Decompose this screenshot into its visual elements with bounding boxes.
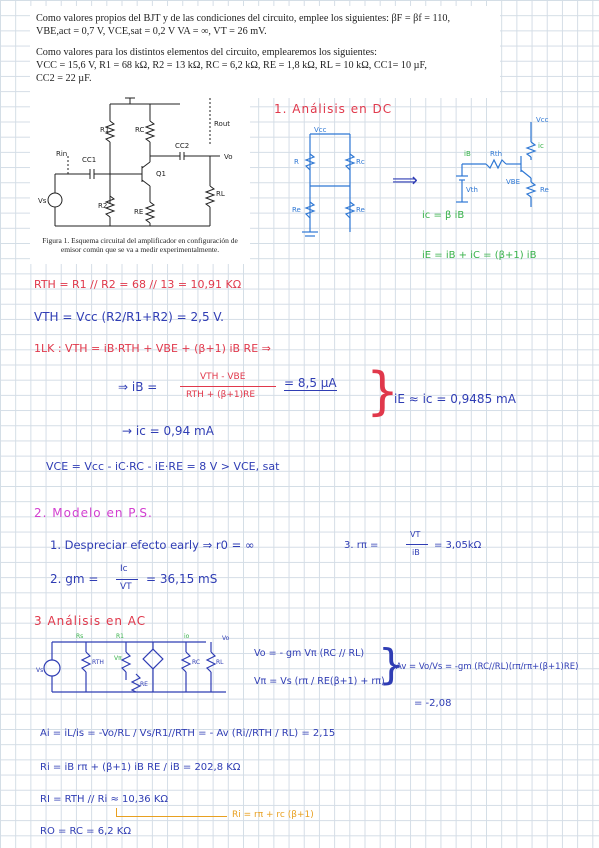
- ps-item-3-bar: [406, 544, 428, 545]
- problem-statement: Como valores propios del BJT y de las co…: [30, 6, 500, 98]
- dcth-re: Re: [540, 186, 549, 194]
- eq-ib-den: RTH + (β+1)RE: [186, 390, 256, 400]
- ac-rth: RTH: [92, 659, 104, 666]
- ac-io: io: [184, 633, 190, 640]
- ac-ri-connector: [116, 808, 227, 817]
- dc1-rb: Re: [292, 206, 301, 214]
- eq-ib-bar: [180, 386, 276, 387]
- ps-item-2-val: = 36,15 mS: [146, 572, 218, 586]
- ac-heading: 3 Análisis en AC: [34, 614, 147, 628]
- dc-eq-ie: iE = iB + iC = (β+1) iB: [422, 250, 537, 261]
- eq-vce: VCE = Vcc - iC·RC - iE·RE = 8 V > VCE, s…: [46, 460, 280, 473]
- amplifier-schematic: R1 RC CC2 Rout Rin CC1 Q1 Vo RL Vs R2 RE: [38, 97, 233, 227]
- label-cc2: CC2: [175, 142, 189, 150]
- ac-vs: Vs: [36, 667, 43, 674]
- ac-brace: }: [378, 640, 405, 689]
- eq-ic: → ic = 0,94 mA: [122, 424, 214, 438]
- dcth-ib: iB: [464, 150, 471, 158]
- ac-small-signal-circuit: Vs RTH RE RC RL Vo Rs R1 Vπ io: [36, 633, 230, 693]
- statement-line-5: CC2 = 22 µF.: [36, 73, 92, 84]
- eq-rth: RTH = R1 // R2 = 68 // 13 = 10,91 KΩ: [34, 278, 242, 291]
- statement-line-3: Como valores para los distintos elemento…: [36, 47, 377, 58]
- dcth-vbe: VBE: [506, 178, 520, 186]
- dcth-vth: Vth: [466, 186, 478, 194]
- ac-ri: Ri = iB rπ + (β+1) iB RE / iB = 202,8 KΩ: [40, 762, 241, 773]
- ac-rb: R1: [116, 633, 124, 640]
- ac-re: RE: [140, 681, 148, 688]
- eq-ie: iE ≈ ic = 0,9485 mA: [394, 392, 516, 406]
- ps-item-2-num: Ic: [120, 564, 128, 574]
- eq-ib-lhs: ⇒ iB =: [118, 380, 158, 394]
- statement-line-4: VCC = 15,6 V, R1 = 68 kΩ, R2 = 13 kΩ, RC…: [36, 60, 427, 71]
- dc1-r: R: [294, 158, 299, 166]
- statement-line-2: VBE,act = 0,7 V, VCE,sat = 0,2 V VA = ∞,…: [36, 26, 267, 37]
- dcth-rth: Rth: [490, 150, 502, 158]
- label-re: RE: [134, 208, 143, 216]
- dcth-vcc: Vcc: [536, 116, 549, 124]
- ps-item-3-pre: 3. rπ =: [344, 540, 379, 551]
- implies-arrow: ⟹: [392, 170, 418, 191]
- eq-vth: VTH = Vcc (R2/R1+R2) = 2,5 V.: [34, 310, 224, 324]
- ac-vo: Vo: [222, 635, 230, 642]
- ac-av-eq: Av = Vo/Vs = -gm (RC//RL)(rπ/rπ+(β+1)RE): [396, 662, 579, 672]
- label-rl: RL: [216, 190, 225, 198]
- dc1-rc: Rc: [356, 158, 365, 166]
- figure-caption-2: emisor común que se va a medir experimen…: [60, 245, 220, 254]
- ps-item-1: 1. Despreciar efecto early ⇒ r0 = ∞: [50, 538, 255, 552]
- label-rc: RC: [135, 126, 145, 134]
- statement-line-1: Como valores propios del BJT y de las co…: [36, 13, 451, 24]
- ac-ri-note: Ri = rπ + rc (β+1): [232, 810, 314, 820]
- dc-eq-ic: ic = β iB: [422, 210, 465, 221]
- label-r1: R1: [100, 126, 109, 134]
- ps-item-2-pre: 2. gm =: [50, 572, 99, 586]
- dc-heading: 1. Análisis en DC: [274, 102, 393, 116]
- ps-item-3-val: = 3,05kΩ: [434, 540, 482, 551]
- ac-rs: Rs: [76, 633, 83, 640]
- eq-lk: 1LK : VTH = iB·RTH + VBE + (β+1) iB RE ⇒: [34, 342, 271, 355]
- ps-item-2-den: VT: [120, 582, 132, 592]
- label-cc1: CC1: [82, 156, 96, 164]
- ac-ri2: RI = RTH // Ri ≈ 10,36 KΩ: [40, 794, 169, 805]
- label-r2: R2: [98, 202, 107, 210]
- eq-ib-num: VTH - VBE: [200, 372, 246, 382]
- ps-item-3-num: VT: [410, 530, 421, 539]
- circuit-figure: R1 RC CC2 Rout Rin CC1 Q1 Vo RL Vs R2 RE…: [30, 96, 250, 264]
- ps-heading: 2. Modelo en P.S.: [34, 506, 153, 520]
- dc-thevenin-circuit: Vcc Rth Vth VBE Re iB ic: [456, 116, 549, 207]
- ac-vo-eq: Vo = - gm Vπ (RC // RL): [254, 648, 365, 659]
- ac-vpi: Vπ: [114, 655, 122, 662]
- ps-item-2-bar: [116, 579, 138, 580]
- ac-ai: Ai = iL/is = -Vo/RL / Vs/R1//RTH = - Av …: [40, 728, 336, 739]
- ac-rc: RC: [192, 659, 200, 666]
- ac-av-val: = -2,08: [414, 698, 452, 709]
- ac-ro: RO = RC = 6,2 KΩ: [40, 826, 132, 837]
- dcth-ic: ic: [538, 142, 544, 150]
- eq-ib-val: = 8,5 µA: [284, 376, 337, 391]
- dc-circuit-1: Vcc R Rc Re Re: [292, 126, 365, 237]
- label-q1: Q1: [156, 170, 166, 178]
- brace-ie: }: [366, 362, 400, 422]
- label-rout: Rout: [214, 120, 230, 128]
- label-vs: Vs: [38, 197, 47, 205]
- ps-item-3-den: iB: [412, 548, 420, 557]
- ac-vpi-eq: Vπ = Vs (rπ / RE(β+1) + rπ): [254, 676, 385, 687]
- label-rin: Rin: [56, 150, 67, 158]
- label-vo: Vo: [224, 153, 233, 161]
- ac-rl: RL: [216, 659, 224, 666]
- dc1-vcc: Vcc: [314, 126, 327, 134]
- dc1-re: Re: [356, 206, 365, 214]
- figure-caption-1: Figura 1. Esquema circuital del amplific…: [42, 236, 238, 245]
